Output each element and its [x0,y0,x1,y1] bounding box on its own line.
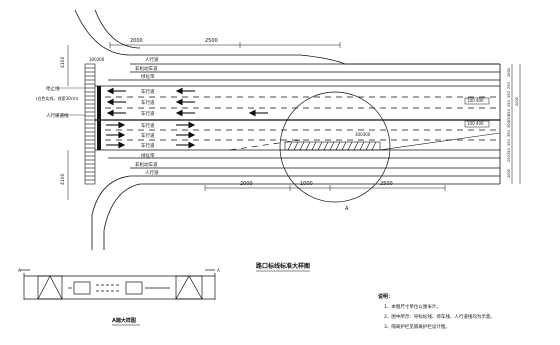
right-arrow-icon [176,141,196,149]
hatched-island [284,132,501,151]
label-lane: 车行道 [141,132,155,139]
left-arrow-icon [106,98,126,106]
stop-line-bar [97,86,101,150]
label-green-belt: 绿化带 [141,73,155,80]
arrow-tag-2: 100 400 [467,121,484,126]
label-stop-line-note: (白色实线，线宽30cm) [36,95,79,101]
note-item: 2、图中所示：导标标线、停车线、人行道线均为示意。 [384,313,495,320]
notes-heading: 说明： [378,293,393,300]
right-dim: 250 [507,155,511,162]
right-dim: 250 [507,115,511,122]
label-lane: 车行道 [141,99,155,106]
left-arrow-icon [175,109,195,117]
notes: 说明： 1、本图尺寸单位以厘米计。 2、图中所示：导标标线、停车线、人行道线均为… [378,293,495,330]
right-dim: 300 [507,121,511,128]
right-dim: 350 [507,148,511,155]
right-dim: 350 [507,91,511,98]
right-arrow-icon [106,141,126,149]
label-green-belt-bottom: 绿化带 [141,152,155,159]
right-arrow-icon [176,131,196,139]
right-dim: 2000 [515,97,519,106]
arrow-tag-1: 100 400 [467,98,484,103]
label-sidewalk-top: 人行道 [145,56,159,63]
note-item: 1、本图尺寸单位以厘米计。 [384,303,441,310]
right-dimensions: 1000 250 350 350 350 250 2000 300 350 35… [507,68,519,178]
arrow-tag-3: 300300 [355,132,371,137]
label-lane: 车行道 [141,88,155,95]
right-dim: 350 [507,109,511,116]
dim-bottom-right: 2500 [380,181,393,187]
detail-marker-right: A [217,268,220,273]
detail-circle [279,91,391,203]
dim-top-right: 2500 [205,38,218,44]
dim-upper-small: 300300 [89,57,105,62]
left-arrow-icon [248,109,268,117]
right-dim: 1000 [507,169,511,178]
left-arrow-icon [106,109,126,117]
label-lane: 车行道 [141,110,155,117]
dim-left-top: 4100 [60,56,66,68]
lane-labels: 人行道 非机动车道 绿化带 车行道 车行道 车行道 人行横道线 车行道 车行道 … [36,56,159,176]
arrow-tag-box [464,120,490,128]
main-title: 路口标线标准大样图 [256,262,310,270]
road-edges [74,9,501,250]
label-crosswalk: 人行横道线 [46,112,69,119]
right-dim: 350 [507,100,511,107]
dim-left-bottom: 4100 [60,173,66,185]
left-arrow-icon [106,87,126,95]
right-dim: 250 [507,82,511,89]
dim-bottom-left: 2000 [240,181,253,187]
detail-marker: A [345,206,349,212]
left-arrow-icon [175,98,195,106]
label-lane: 车行道 [141,142,155,149]
crosswalk-zebra [84,63,101,185]
label-non-motor-top: 非机动车道 [135,65,158,72]
dimension-lines [67,42,521,200]
detail-a-drawing [20,269,216,300]
right-dim: 350 [507,130,511,137]
lane-arrows [106,87,268,149]
right-arrow-icon [176,121,196,129]
right-arrow-icon [106,131,126,139]
right-dim: 350 [507,139,511,146]
dim-top-left: 2000 [130,38,143,44]
note-item: 3、隔离护栏见隔离护栏设计图。 [384,323,450,330]
label-stop-line: 停止线 [46,85,60,92]
label-sidewalk-bottom: 人行道 [145,169,159,176]
label-lane: 车行道 [141,122,155,129]
detail-marker-left: A [18,268,21,273]
dim-bottom-mid: 1000 [300,181,313,187]
detail-title: A端大样图 [112,317,136,324]
label-non-motor-bottom: 非机动车道 [135,161,158,168]
right-dim: 1000 [507,68,511,77]
lane-dash-lines [105,96,500,151]
arrow-tag-box [464,97,490,105]
right-arrow-icon [106,121,126,129]
left-arrow-icon [175,87,195,95]
